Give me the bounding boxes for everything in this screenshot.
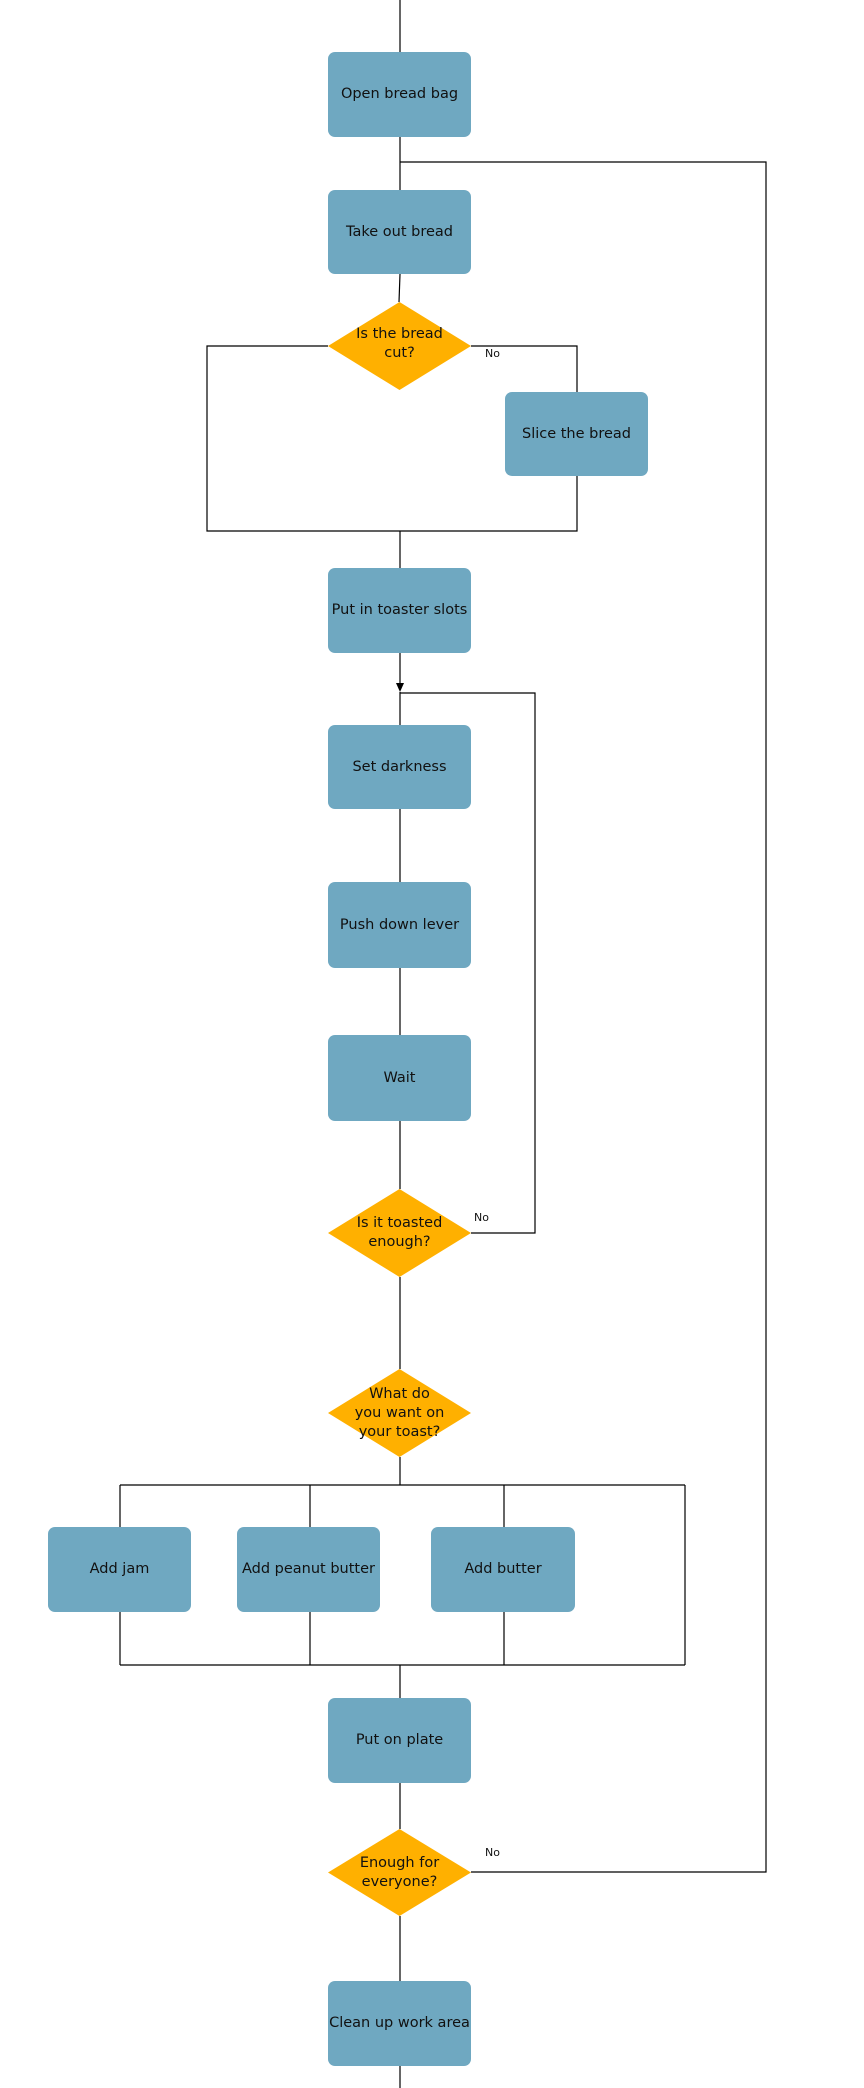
- decision-enough-for-everyone: Enough for everyone?: [328, 1829, 471, 1916]
- step-label: Add jam: [89, 1561, 150, 1577]
- decision-is-bread-cut: Is the bread cut?: [328, 302, 471, 390]
- connector-line: [471, 345, 578, 392]
- step-clean-up-work-area: Clean up work area: [328, 1981, 471, 2066]
- step-label: Add peanut butter: [241, 1561, 375, 1577]
- step-open-bread-bag: Open bread bag: [328, 52, 471, 137]
- branch-label-enough-no: No: [485, 1846, 500, 1859]
- step-add-peanut-butter: Add peanut butter: [237, 1527, 380, 1612]
- arrowhead: [396, 683, 404, 692]
- connector-line: [206, 345, 578, 532]
- step-add-butter: Add butter: [431, 1527, 575, 1612]
- decision-diamond: [328, 1369, 471, 1457]
- step-label: Take out bread: [346, 223, 453, 240]
- connector-line: [400, 161, 767, 1873]
- step-set-darkness: Set darkness: [328, 725, 471, 809]
- step-label: Open bread bag: [340, 86, 459, 102]
- decision-diamond: [328, 302, 471, 390]
- decision-diamond: [328, 1189, 471, 1277]
- step-label: Put in toaster slots: [331, 602, 468, 618]
- step-push-down-lever: Push down lever: [328, 882, 471, 968]
- step-label: Push down lever: [339, 916, 460, 933]
- step-label: Wait: [383, 1069, 416, 1086]
- step-put-in-toaster-slots: Put in toaster slots: [328, 568, 471, 653]
- decision-diamond: [328, 1829, 471, 1916]
- step-label: Clean up work area: [329, 2015, 470, 2031]
- step-label: Add butter: [464, 1561, 542, 1577]
- step-wait: Wait: [328, 1035, 471, 1121]
- step-label: Set darkness: [352, 758, 447, 775]
- step-take-out-bread: Take out bread: [328, 190, 471, 274]
- decision-label: Enough for everyone?: [359, 1854, 440, 1890]
- step-label: Slice the bread: [521, 425, 632, 442]
- decision-label: Is it toasted enough?: [356, 1215, 443, 1250]
- step-add-jam: Add jam: [48, 1527, 191, 1612]
- step-label: Put on plate: [355, 1732, 444, 1748]
- decision-label: What do you want on your toast?: [354, 1385, 445, 1440]
- connector-line: [398, 273, 401, 303]
- decision-what-on-toast: What do you want on your toast?: [328, 1369, 471, 1457]
- decision-is-toasted-enough: Is it toasted enough?: [328, 1189, 471, 1277]
- step-slice-the-bread: Slice the bread: [505, 392, 648, 476]
- branch-label-bread-cut-no: No: [485, 347, 500, 360]
- connector-line: [400, 692, 536, 1234]
- branch-label-toasted-no: No: [474, 1211, 489, 1224]
- step-put-on-plate: Put on plate: [328, 1698, 471, 1783]
- decision-label: Is the bread cut?: [356, 326, 443, 361]
